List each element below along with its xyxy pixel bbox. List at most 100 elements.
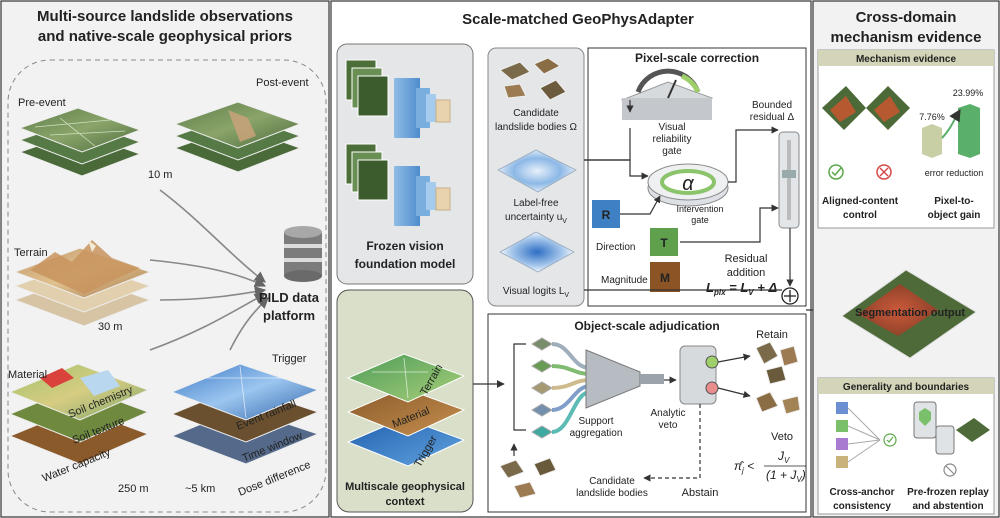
convergence-arrows (149, 189, 269, 351)
frozen-model-encoder-bottom (345, 143, 451, 226)
candidate-bodies-label-line1: Candidate (513, 108, 559, 119)
platform-label-line1: PILD data (259, 290, 320, 305)
frozen-model-label-line1: Frozen vision (366, 239, 443, 253)
check-icon (828, 164, 844, 180)
veto-formula: π̂j < JV(1 + JV) (734, 449, 806, 484)
database-icon (284, 226, 322, 282)
pixel-correction-title: Pixel-scale correction (635, 51, 759, 65)
direction-label: Direction (596, 242, 635, 253)
generality-title: Generality and boundaries (843, 382, 970, 393)
intervention-gate-label-line2: gate (691, 215, 709, 225)
right-panel-title-line1: Cross-domain (856, 9, 957, 26)
generality-header (818, 378, 994, 394)
post-event-image-stack (173, 101, 302, 173)
gain-low-value: 7.76% (919, 112, 945, 122)
middle-panel: Scale-matched GeoPhysAdapter Frozen visi… (330, 0, 839, 518)
resolution-5km-label: ~5 km (185, 483, 215, 495)
post-event-label: Post-event (256, 77, 309, 89)
candidate-bottom-label-line2: landslide bodies (576, 488, 648, 499)
object-adjudication-title: Object-scale adjudication (574, 319, 719, 333)
trigger-layer-stack (170, 363, 320, 465)
t-block (650, 228, 678, 256)
context-layer-stack (346, 353, 466, 467)
cross-anchor-label-line1: Cross-anchor (829, 487, 894, 498)
frozen-model-label-line2: foundation model (355, 257, 456, 271)
material-label: Material (8, 369, 47, 381)
pre-frozen-label-line2: and abstention (912, 501, 983, 512)
reliability-gate-label-line2: reliability (653, 134, 692, 145)
consistency-check-icon (883, 433, 897, 447)
m-label: M (660, 271, 670, 285)
sum-node-icon (781, 287, 799, 305)
right-panel: Cross-domain mechanism evidence Mechanis… (812, 0, 1000, 518)
left-panel-title-line2: and native-scale geophysical priors (38, 28, 292, 45)
terrain-layer-stack (13, 240, 152, 327)
visual-logits-map (499, 231, 575, 273)
intervention-gate-label-line1: Intervention (676, 204, 723, 214)
uncertainty-label-line1: Label-free (513, 198, 558, 209)
support-aggregation-label-line2: aggregation (570, 428, 623, 439)
uncertainty-label-line2: uncertainty uV (505, 212, 567, 225)
reliability-gate-label-line1: Visual (658, 122, 685, 133)
aligned-content-tiles (822, 86, 910, 130)
gain-bar-chart (922, 104, 980, 158)
abstain-label: Abstain (682, 487, 719, 499)
pre-frozen-phone-icon (913, 401, 990, 455)
mechanism-evidence-header (818, 50, 994, 66)
veto-to-retain-arrow (717, 353, 751, 363)
error-reduction-label: error reduction (925, 168, 984, 178)
r-label: R (602, 208, 611, 222)
segmentation-output-label: Segmentation output (855, 307, 965, 319)
context-label-line1: Multiscale geophysical (345, 481, 465, 493)
candidate-bottom-label-line1: Candidate (589, 476, 635, 487)
bounded-residual-slider (778, 131, 800, 229)
material-layer-stack (8, 363, 150, 465)
t-label: T (660, 236, 668, 250)
analytic-veto-label-line2: veto (659, 420, 678, 431)
middle-panel-title: Scale-matched GeoPhysAdapter (462, 11, 694, 28)
platform-label-line2: platform (263, 308, 315, 323)
reliability-gate-gauge (620, 68, 714, 120)
visual-logits-label: Visual logits LV (503, 286, 570, 299)
trigger-label: Trigger (272, 353, 307, 365)
m-block (650, 262, 680, 292)
veto-to-veto-arrow (717, 387, 751, 398)
vetoed-bodies (755, 391, 801, 415)
cross-anchor-stack (836, 402, 881, 468)
pixel-object-gain-label-line2: object gain (928, 210, 981, 221)
alpha-symbol: α (682, 173, 694, 195)
lpix-formula: Lpix = LV + Δ (706, 280, 777, 297)
retained-bodies (755, 341, 799, 385)
left-panel-title-line1: Multi-source landslide observations (37, 8, 293, 25)
pre-frozen-label-line1: Pre-frozen replay (907, 487, 989, 498)
uncertainty-map (497, 149, 577, 193)
residual-addition-label-line2: addition (727, 267, 766, 279)
right-panel-title-line2: mechanism evidence (831, 29, 982, 46)
segmentation-output-tile (841, 269, 977, 359)
object-bracket (513, 343, 526, 431)
pre-event-image-stack (18, 107, 142, 177)
resolution-30m-label: 30 m (98, 321, 122, 333)
bounded-residual-label-line2: residual Δ (750, 112, 795, 123)
candidate-bodies-bottom (499, 457, 557, 499)
resolution-10m-label: 10 m (148, 169, 172, 181)
retain-label: Retain (756, 329, 788, 341)
pixel-object-gain-label-line1: Pixel-to- (934, 196, 973, 207)
support-aggregation-label-line1: Support (578, 416, 613, 427)
frozen-model-encoder-top (345, 59, 451, 138)
gain-high-value: 23.99% (953, 88, 984, 98)
r-block (592, 200, 620, 228)
terrain-label: Terrain (14, 247, 48, 259)
analytic-veto-label-line1: Analytic (650, 408, 685, 419)
abstain-dashed-arrow (643, 404, 701, 482)
resolution-250m-label: 250 m (118, 483, 149, 495)
cross-icon (876, 164, 892, 180)
cross-anchor-label-line2: consistency (833, 501, 891, 512)
mechanism-evidence-title: Mechanism evidence (856, 54, 956, 65)
left-panel: Multi-source landslide observations and … (0, 0, 330, 518)
magnitude-label: Magnitude (601, 275, 648, 286)
aligned-control-label-line1: Aligned-content (822, 196, 899, 207)
pre-event-label: Pre-event (18, 97, 66, 109)
intervention-gate (647, 163, 729, 207)
funnel-icon (585, 349, 664, 409)
